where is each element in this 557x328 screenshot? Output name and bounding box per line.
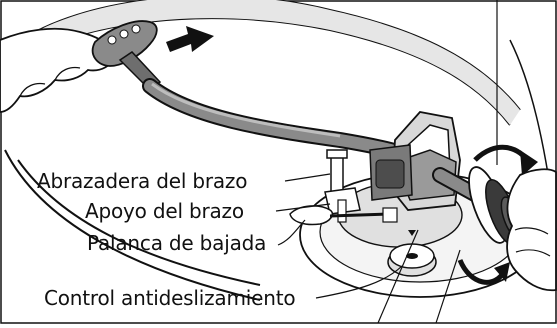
anti-skating-dial xyxy=(387,230,437,277)
cue-lever-label: Palanca de bajada xyxy=(87,231,267,255)
lift-direction-arrow xyxy=(166,26,214,52)
platter-rim-shade xyxy=(2,0,520,125)
arm-rest xyxy=(324,187,361,223)
right-hand xyxy=(506,168,557,292)
cue-lever xyxy=(289,205,398,226)
gimbal-housing xyxy=(369,111,461,211)
anti-skating-label: Control antideslizamiento xyxy=(44,286,296,310)
rotate-weight-arrows xyxy=(457,144,538,285)
arm-rest-label: Apoyo del brazo xyxy=(85,199,244,223)
arm-clamp-label: Abrazadera del brazo xyxy=(37,169,248,193)
left-hand xyxy=(0,27,113,113)
callout-leader-lines xyxy=(275,0,498,324)
